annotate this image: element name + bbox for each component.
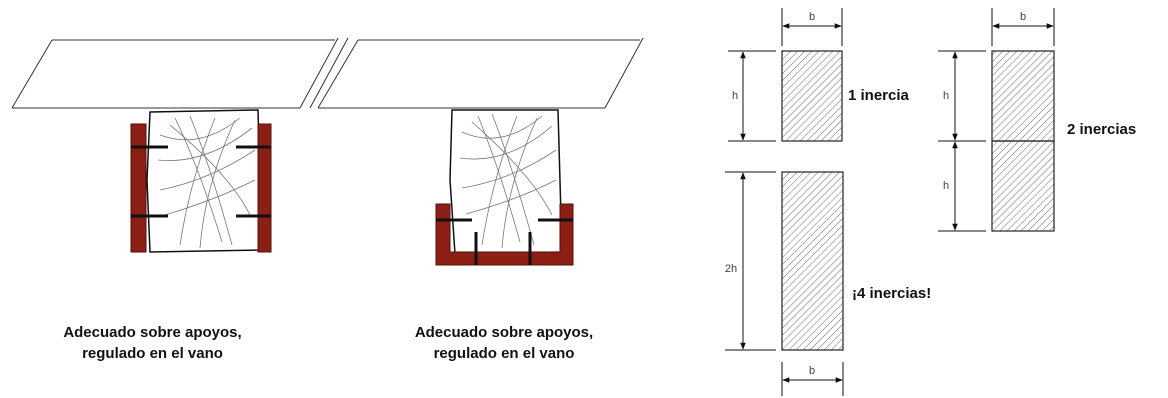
caption-u-channel: Adecuado sobre apoyos, regulado en el va… <box>380 322 628 364</box>
caption-side-plates: Adecuado sobre apoyos, regulado en el va… <box>20 322 285 364</box>
floor-slab-left <box>11 37 349 109</box>
caption-right-line2: regulado en el vano <box>433 345 575 362</box>
width-label-single: b <box>809 11 815 23</box>
width-dimension-stacked <box>991 8 1055 46</box>
timber-beam-left <box>146 109 263 253</box>
beam-illustration-side-plates <box>11 37 349 253</box>
height-label-double: 2h <box>725 263 737 275</box>
height-dimension-double <box>725 171 776 351</box>
section-rect-lower <box>991 140 1055 232</box>
section-rect-upper <box>991 50 1055 142</box>
section-double-inertia: 2h b ¡4 inercias! <box>725 171 931 396</box>
height-label-upper: h <box>943 90 949 102</box>
height-dimension-stacked <box>938 50 986 232</box>
timber-beam-right <box>449 109 563 255</box>
beam-illustration-u-channel <box>317 37 644 266</box>
width-dimension-double <box>781 362 844 396</box>
steel-plate-left <box>130 123 147 253</box>
height-label-single: h <box>732 90 738 102</box>
caption-left-line2: regulado en el vano <box>82 345 223 362</box>
height-label-lower: h <box>943 180 949 192</box>
steel-plate-right <box>257 123 272 253</box>
inertia-label-single: 1 inercia <box>848 87 910 104</box>
caption-left-line1: Adecuado sobre apoyos, <box>63 324 242 341</box>
width-label-double: b <box>809 365 815 377</box>
floor-slab-right <box>317 37 644 109</box>
section-single-inertia: b h 1 inercia <box>728 8 910 142</box>
section-rect-single <box>781 50 843 142</box>
width-label-stacked: b <box>1020 11 1026 23</box>
bolts-left <box>131 145 271 218</box>
width-dimension-single <box>781 8 843 46</box>
inertia-label-double: ¡4 inercias! <box>852 285 931 302</box>
bolts-u-channel <box>436 218 573 265</box>
section-stacked-inertia: b h h 2 inercias <box>938 8 1136 232</box>
inertia-label-stacked: 2 inercias <box>1067 121 1136 138</box>
caption-right-line1: Adecuado sobre apoyos, <box>414 324 594 341</box>
height-dimension-single <box>728 50 776 142</box>
section-rect-double <box>781 171 844 351</box>
